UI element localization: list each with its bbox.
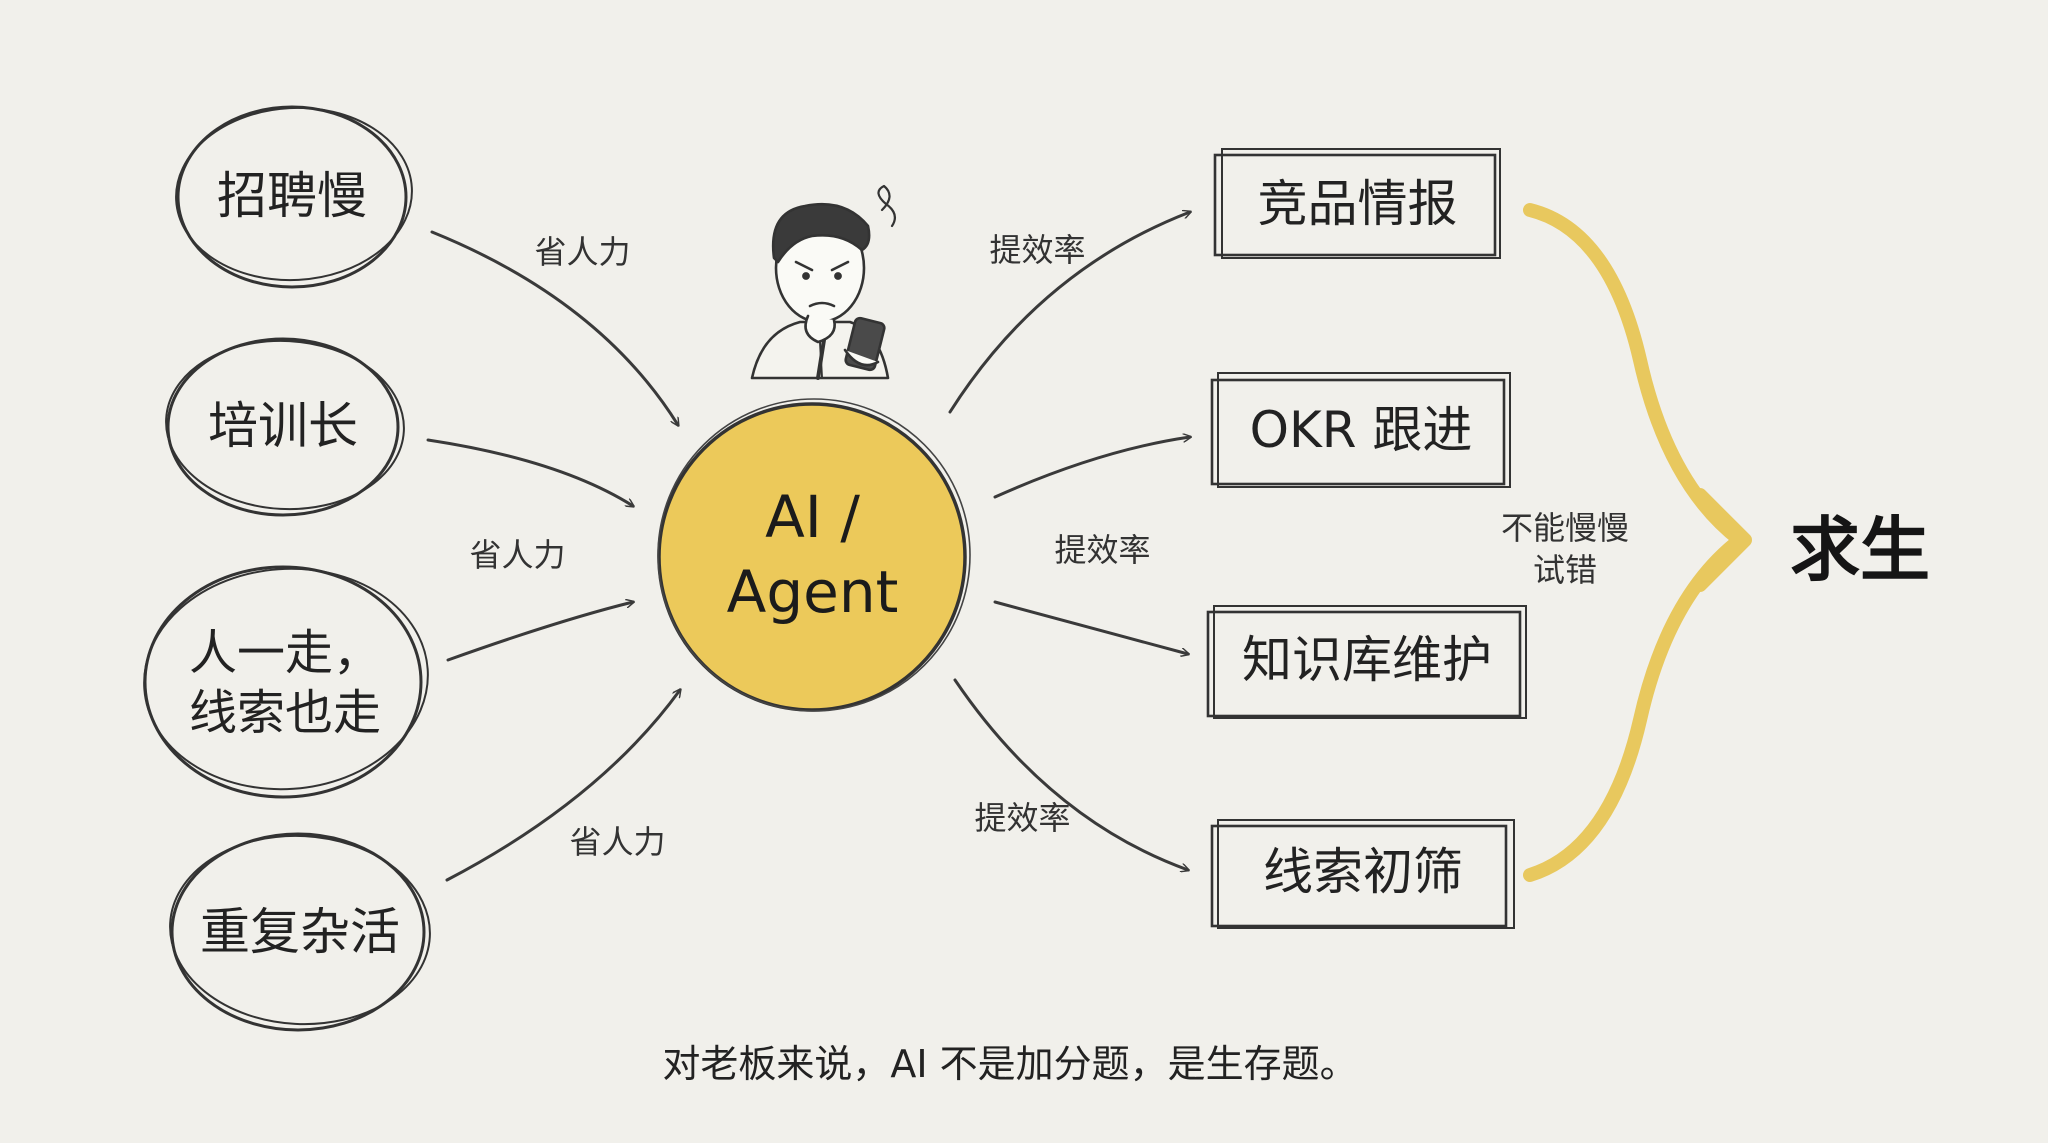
task-box-leads: [1210, 819, 1515, 929]
arrow-center-to-okr: [993, 437, 1190, 499]
center-circle: [657, 398, 971, 712]
problem-label-training: 培训长: [208, 397, 358, 456]
edge-label-efficiency-2: 提效率: [1054, 530, 1151, 569]
center-label-line1: AI /: [765, 482, 860, 551]
task-label-leads: 线索初筛: [1263, 843, 1463, 902]
merge-note-line2: 试错: [1532, 551, 1597, 589]
merge-note: 不能慢慢 试错: [1485, 500, 1645, 600]
edge-label-efficiency-3: 提效率: [974, 798, 1071, 837]
arrow-turnover-to-center: [446, 602, 633, 662]
problem-label-turnover: 人一走， 线索也走: [150, 608, 420, 758]
problem-label-chores: 重复杂活: [200, 903, 400, 962]
problem-label-hiring: 招聘慢: [217, 167, 367, 226]
arrow-training-to-center: [426, 438, 633, 506]
problem-label-turnover-line1: 人一走，: [188, 625, 381, 681]
edge-label-save-labor-1: 省人力: [534, 232, 631, 271]
worried-man-with-phone-icon: [750, 184, 897, 380]
arrow-center-to-intel: [948, 212, 1190, 414]
footer-caption: 对老板来说，AI 不是加分题，是生存题。: [662, 1042, 1358, 1087]
problem-ellipse-chores: [169, 832, 431, 1032]
merge-note-line1: 不能慢慢: [1500, 509, 1629, 548]
task-label-okr: OKR 跟进: [1249, 401, 1473, 460]
task-box-okr: [1210, 372, 1511, 488]
arrow-chores-to-center: [445, 690, 680, 882]
arrow-hiring-to-center: [430, 230, 678, 425]
goal-label: 求生: [1790, 508, 1930, 591]
edge-label-save-labor-3: 省人力: [569, 822, 666, 861]
problem-ellipse-hiring: [175, 105, 413, 289]
edge-label-save-labor-2: 省人力: [469, 535, 566, 574]
edge-label-efficiency-1: 提效率: [989, 230, 1086, 269]
task-label-kb: 知识库维护: [1242, 631, 1492, 690]
problem-ellipse-turnover: [143, 565, 429, 799]
task-label-intel: 竞品情报: [1257, 175, 1458, 234]
arrow-center-to-kb: [993, 600, 1188, 654]
task-box-kb: [1206, 605, 1527, 719]
center-label: AI / Agent: [690, 470, 935, 640]
merge-arrow: [1523, 203, 1752, 882]
problem-label-turnover-line2: 线索也走: [188, 685, 381, 741]
problem-ellipse-training: [165, 337, 405, 517]
arrow-center-to-leads: [953, 678, 1188, 870]
task-box-intel: [1213, 148, 1501, 259]
center-label-line2: Agent: [726, 558, 899, 626]
